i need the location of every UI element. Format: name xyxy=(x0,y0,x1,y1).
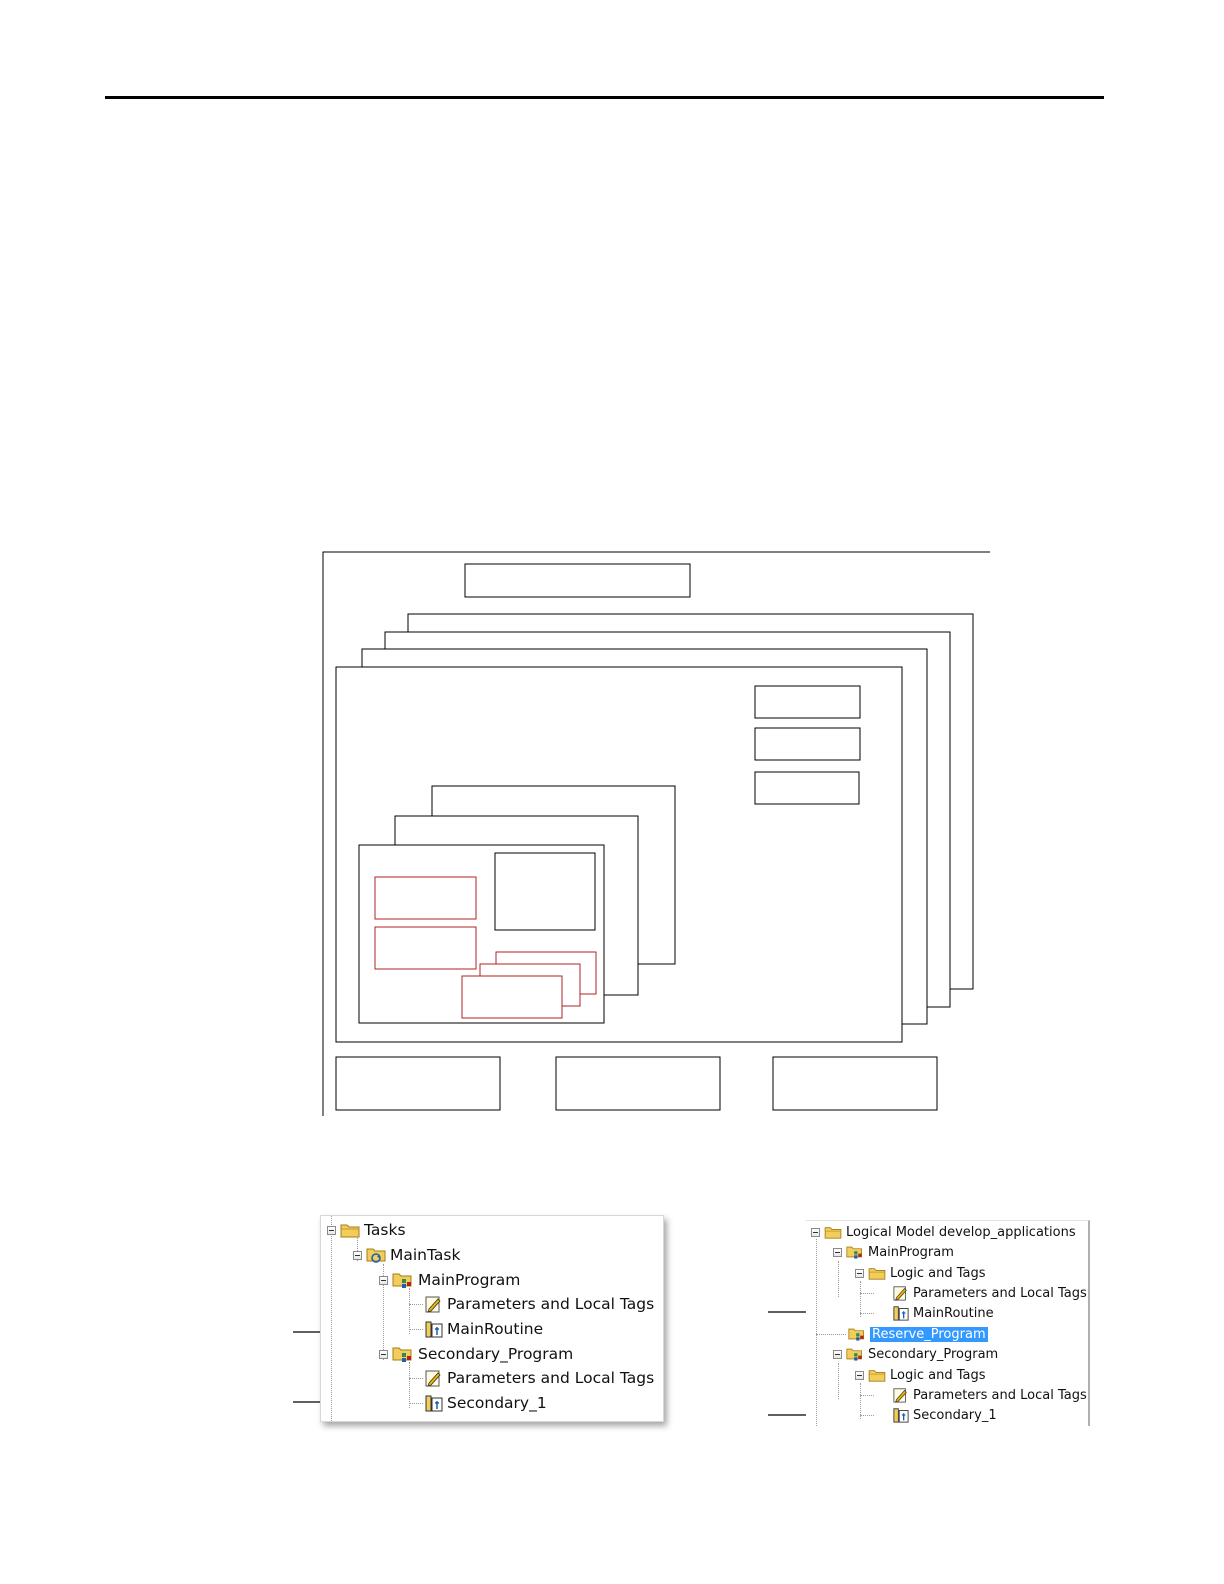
collapse-icon[interactable] xyxy=(855,1268,864,1278)
tree-item-label: MainProgram xyxy=(418,1271,521,1289)
collapse-icon[interactable] xyxy=(855,1370,864,1380)
task-side-box-3 xyxy=(754,771,860,805)
tree-item-mainprogram[interactable]: MainProgram xyxy=(833,1242,954,1262)
tree-item-parameters-local-tags-2[interactable]: Parameters and Local Tags xyxy=(425,1366,654,1390)
tags-icon xyxy=(893,1388,907,1403)
tree-item-secondary-1[interactable]: Secondary_1 xyxy=(893,1405,997,1425)
routine-icon xyxy=(425,1395,443,1412)
routine-icon xyxy=(893,1408,909,1423)
folder-icon xyxy=(868,1268,886,1280)
program-icon xyxy=(392,1347,412,1362)
tasks-tree-panel: Tasks MainTask MainProgram Parameters an… xyxy=(320,1215,664,1422)
tree-item-parameters-local-tags[interactable]: Parameters and Local Tags xyxy=(893,1283,1087,1303)
program-icon xyxy=(846,1246,862,1259)
task-side-box-1 xyxy=(754,685,861,719)
tree-item-label: Secondary_Program xyxy=(868,1346,999,1362)
tree-item-label: Secondary_Program xyxy=(418,1345,574,1363)
tree-item-label: MainRoutine xyxy=(447,1320,544,1338)
collapse-icon[interactable] xyxy=(379,1275,388,1285)
tree-item-reserve-program[interactable]: Reserve_Program xyxy=(848,1324,988,1344)
folder-icon xyxy=(824,1227,842,1239)
tree-item-label: Parameters and Local Tags xyxy=(913,1285,1087,1301)
task-icon xyxy=(366,1248,386,1263)
top-label-box xyxy=(464,563,691,598)
collapse-icon[interactable] xyxy=(811,1227,820,1237)
program-inner-box xyxy=(494,852,596,931)
routine-box-1 xyxy=(461,975,563,1019)
tree-item-label: Logic and Tags xyxy=(890,1367,986,1383)
tree-item-logic-and-tags[interactable]: Logic and Tags xyxy=(855,1263,985,1283)
bottom-box-1 xyxy=(335,1056,501,1111)
logical-model-tree-panel: Logical Model develop_applications MainP… xyxy=(806,1220,1090,1426)
folder-icon xyxy=(340,1224,360,1238)
task-side-box-2 xyxy=(754,727,861,761)
folder-icon xyxy=(868,1370,886,1382)
tree-item-parameters-local-tags[interactable]: Parameters and Local Tags xyxy=(425,1292,654,1316)
program-icon xyxy=(848,1328,864,1341)
tree-item-label: Parameters and Local Tags xyxy=(447,1369,655,1387)
tree-item-logical-model[interactable]: Logical Model develop_applications xyxy=(811,1222,1076,1242)
tree-item-maintask[interactable]: MainTask xyxy=(353,1243,460,1267)
bottom-box-3 xyxy=(772,1056,938,1111)
tree-item-label-selected: Reserve_Program xyxy=(870,1326,988,1342)
routine-icon xyxy=(893,1306,909,1321)
tree-item-secondary-program[interactable]: Secondary_Program xyxy=(833,1344,998,1364)
collapse-icon[interactable] xyxy=(833,1247,842,1257)
tree-item-parameters-local-tags-2[interactable]: Parameters and Local Tags xyxy=(893,1385,1087,1405)
header-rule xyxy=(105,96,1104,99)
tree-item-label: Parameters and Local Tags xyxy=(913,1387,1087,1403)
tree-item-tasks[interactable]: Tasks xyxy=(327,1218,406,1242)
tree-item-label: Logical Model develop_applications xyxy=(846,1224,1076,1240)
tree-item-label: Secondary_1 xyxy=(913,1407,997,1423)
program-red-box-1 xyxy=(374,876,477,920)
collapse-icon[interactable] xyxy=(327,1225,336,1235)
tags-icon xyxy=(425,1296,441,1313)
collapse-icon[interactable] xyxy=(379,1349,388,1359)
tree-item-label: Parameters and Local Tags xyxy=(447,1295,655,1313)
tags-icon xyxy=(425,1370,441,1387)
collapse-icon[interactable] xyxy=(833,1349,842,1359)
tree-item-mainroutine[interactable]: MainRoutine xyxy=(425,1317,543,1341)
controller-frame xyxy=(322,551,990,1116)
tree-item-logic-and-tags-2[interactable]: Logic and Tags xyxy=(855,1365,985,1385)
tree-item-secondary-1[interactable]: Secondary_1 xyxy=(425,1391,547,1415)
tree-item-secondary-program[interactable]: Secondary_Program xyxy=(379,1342,573,1366)
program-icon xyxy=(846,1348,862,1361)
program-icon xyxy=(392,1273,412,1288)
collapse-icon[interactable] xyxy=(353,1250,362,1260)
routine-icon xyxy=(425,1321,443,1338)
tree-item-mainprogram[interactable]: MainProgram xyxy=(379,1268,520,1292)
bottom-box-2 xyxy=(555,1056,721,1111)
tree-item-mainroutine[interactable]: MainRoutine xyxy=(893,1303,994,1323)
tree-item-label: Secondary_1 xyxy=(447,1394,547,1412)
tree-item-label: MainRoutine xyxy=(913,1305,994,1321)
tree-item-label: Tasks xyxy=(364,1221,406,1239)
tree-item-label: Logic and Tags xyxy=(890,1265,986,1281)
tree-item-label: MainProgram xyxy=(868,1244,954,1260)
tags-icon xyxy=(893,1286,907,1301)
tree-item-label: MainTask xyxy=(390,1246,461,1264)
program-red-box-2 xyxy=(374,926,477,970)
